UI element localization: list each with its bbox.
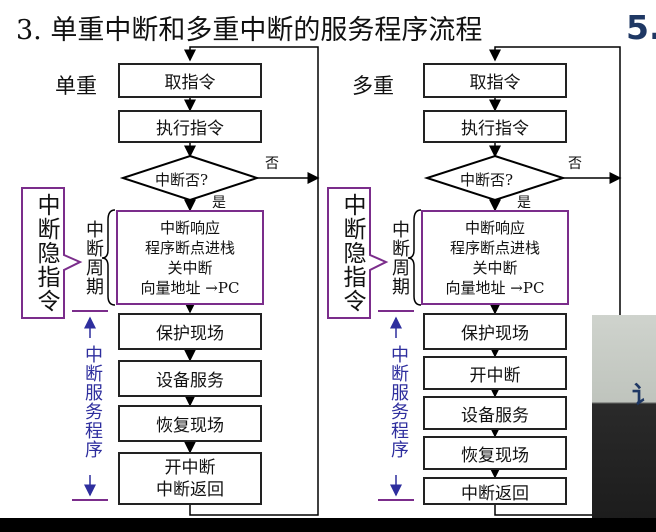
right-yes-label: 是 — [517, 195, 531, 211]
right-interrupt-response-box: 中断响应 程序断点进栈 关中断 向量地址 →PC — [421, 210, 569, 305]
right-step-box: 恢复现场 — [423, 436, 567, 470]
right-response-line: 关中断 — [472, 258, 518, 277]
right-callout-shape — [327, 187, 389, 319]
slide-title: 3. 单重中断和多重中断的服务程序流程 — [16, 15, 483, 46]
left-period-brace — [101, 209, 116, 306]
right-step-box: 设备服务 — [423, 396, 567, 430]
left-period-text: 中断周期 — [83, 220, 104, 296]
left-response-line: 向量地址 →PC — [140, 278, 240, 297]
right-no-label: 否 — [568, 156, 582, 172]
left-yes-label: 是 — [212, 195, 226, 211]
right-response-line: 中断响应 — [464, 218, 525, 237]
right-response-line: 向量地址 →PC — [445, 278, 545, 297]
right-decision-text: 中断否? — [460, 171, 514, 189]
right-execute-box: 执行指令 — [423, 110, 567, 143]
left-return-line: 中断返回 — [156, 479, 224, 500]
left-callout-shape — [21, 187, 83, 319]
right-step-box: 中断返回 — [423, 477, 567, 505]
left-response-line: 关中断 — [167, 258, 213, 277]
right-flow-label: 多重 — [352, 74, 394, 98]
background-sign: 讠 — [632, 381, 656, 409]
left-step-box: 恢复现场 — [118, 405, 262, 442]
right-period-brace — [407, 209, 422, 306]
left-flow-lines — [184, 46, 320, 516]
right-step-box: 保护现场 — [423, 313, 567, 350]
left-service-text: 中断服务程序 — [82, 345, 103, 459]
left-step-box: 保护现场 — [118, 313, 262, 350]
left-decision-diamond — [119, 154, 261, 202]
right-fetch-box: 取指令 — [423, 63, 567, 98]
right-response-line: 程序断点进栈 — [449, 238, 540, 257]
right-decision-diamond — [423, 154, 567, 202]
left-interrupt-response-box: 中断响应 程序断点进栈 关中断 向量地址 →PC — [116, 210, 264, 305]
left-response-line: 中断响应 — [159, 218, 220, 237]
left-execute-box: 执行指令 — [118, 110, 262, 143]
left-step-box: 设备服务 — [118, 360, 262, 397]
left-return-box: 开中断 中断返回 — [118, 452, 262, 505]
right-step-box: 开中断 — [423, 356, 567, 390]
left-decision-text: 中断否? — [155, 171, 209, 189]
right-callout-text: 中断隐指令 — [339, 193, 365, 313]
presenter-video-thumbnail: 讠 — [592, 315, 656, 532]
left-flow-label: 单重 — [55, 74, 97, 98]
right-period-text: 中断周期 — [389, 220, 410, 296]
left-no-label: 否 — [265, 156, 279, 172]
side-slide-number: 5. — [626, 8, 656, 47]
left-callout-text: 中断隐指令 — [33, 193, 59, 313]
left-response-line: 程序断点进栈 — [144, 238, 235, 257]
left-return-line: 开中断 — [164, 457, 216, 478]
left-fetch-box: 取指令 — [118, 63, 262, 98]
right-service-text: 中断服务程序 — [388, 345, 409, 459]
bottom-black-bar — [0, 518, 656, 532]
right-flow-lines — [489, 46, 622, 516]
